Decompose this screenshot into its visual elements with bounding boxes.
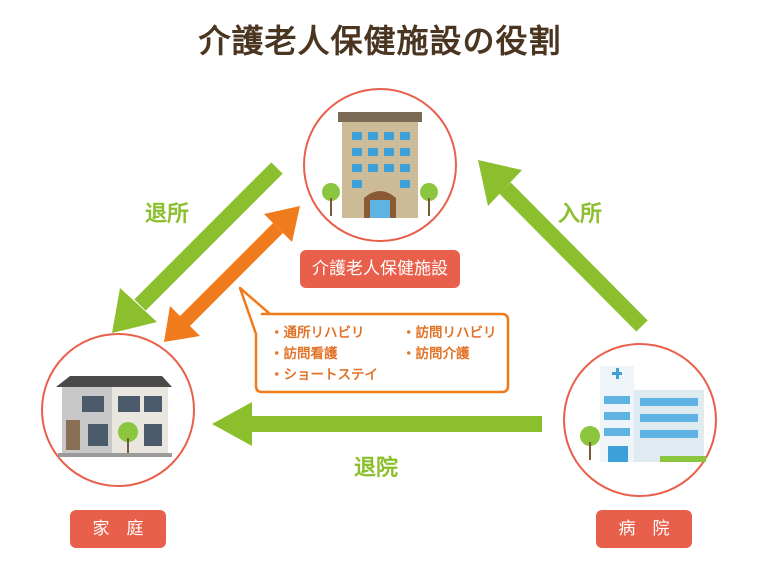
page-title: 介護老人保健施設の役割 xyxy=(198,22,562,60)
arrow-discharge-hospital xyxy=(212,402,542,446)
arrow-facility-home-orange xyxy=(164,206,300,342)
discharge-facility-label: 退所 xyxy=(145,202,190,227)
admission-label: 入所 xyxy=(558,202,603,227)
service-item: ・訪問リハビリ xyxy=(402,325,497,341)
facility-building-icon xyxy=(322,112,438,218)
arrow-discharge-facility xyxy=(112,162,283,333)
discharge-hospital-label: 退院 xyxy=(354,456,399,481)
house-icon xyxy=(56,376,172,457)
facility-label: 介護老人保健施設 xyxy=(300,250,460,288)
arrow-admission xyxy=(478,160,648,332)
service-item: ・ショートステイ xyxy=(270,367,378,383)
service-item: ・通所リハビリ xyxy=(270,325,365,341)
service-item: ・訪問介護 xyxy=(402,346,470,362)
hospital-icon xyxy=(580,366,706,462)
hospital-label: 病 院 xyxy=(596,510,692,548)
services-bubble xyxy=(238,286,510,394)
home-label: 家 庭 xyxy=(70,510,166,548)
service-item: ・訪問看護 xyxy=(270,346,338,362)
